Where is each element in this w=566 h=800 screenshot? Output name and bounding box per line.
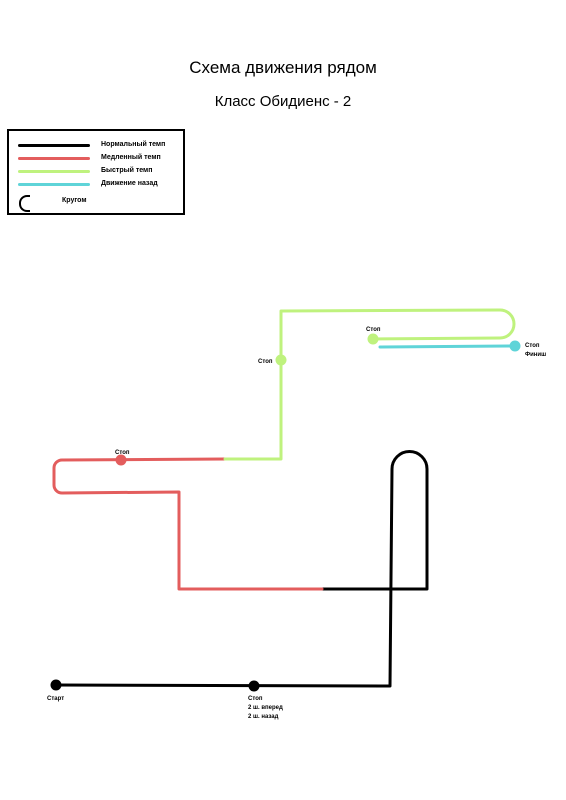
legend-line-normal: [18, 144, 90, 147]
legend-item-slow: Медленный темп: [9, 152, 185, 166]
diagram-title: Схема движения рядом: [189, 58, 377, 77]
label-finish: Финиш: [525, 352, 546, 358]
legend-line-fast: [18, 170, 90, 173]
legend-label-slow: Медленный темп: [101, 154, 161, 161]
label-stop-black: Стоп: [248, 696, 263, 702]
legend-label-back: Движение назад: [101, 180, 158, 187]
label-stop-green-2: Стоп: [366, 327, 381, 333]
legend-line-back: [18, 183, 90, 186]
start-point: [50, 679, 62, 691]
route-normal-pace-1: [54, 450, 429, 688]
stop-point-red: [115, 454, 127, 466]
label-stop-red: Стоп: [115, 450, 130, 456]
stop-point-green-1: [275, 354, 287, 366]
legend-item-back: Движение назад: [9, 178, 185, 192]
stop-point-finish: [509, 340, 521, 352]
legend-line-slow: [18, 157, 90, 160]
legend-item-fast: Быстрый темп: [9, 165, 185, 179]
legend-label-fast: Быстрый темп: [101, 167, 153, 174]
legend: Нормальный темп Медленный темп Быстрый т…: [7, 129, 185, 215]
label-stop-green-1: Стоп: [258, 359, 273, 365]
route-fast-pace: [223, 308, 516, 461]
label-forward: 2 ш. вперед: [248, 705, 283, 711]
stop-point-green-2: [367, 333, 379, 345]
diagram-subtitle: Класс Обидиенс - 2: [214, 93, 352, 110]
turn-around-icon: [19, 195, 30, 212]
label-start: Старт: [47, 696, 64, 702]
label-stop-finish: Стоп: [525, 343, 540, 349]
label-back: 2 ш. назад: [248, 714, 279, 720]
legend-label-normal: Нормальный темп: [101, 141, 166, 148]
route-slow-pace: [52, 457, 324, 591]
legend-item-normal: Нормальный темп: [9, 139, 185, 153]
legend-label-turn: Кругом: [62, 197, 87, 204]
stop-point-black: [248, 680, 260, 692]
route-move-back: [378, 344, 517, 349]
